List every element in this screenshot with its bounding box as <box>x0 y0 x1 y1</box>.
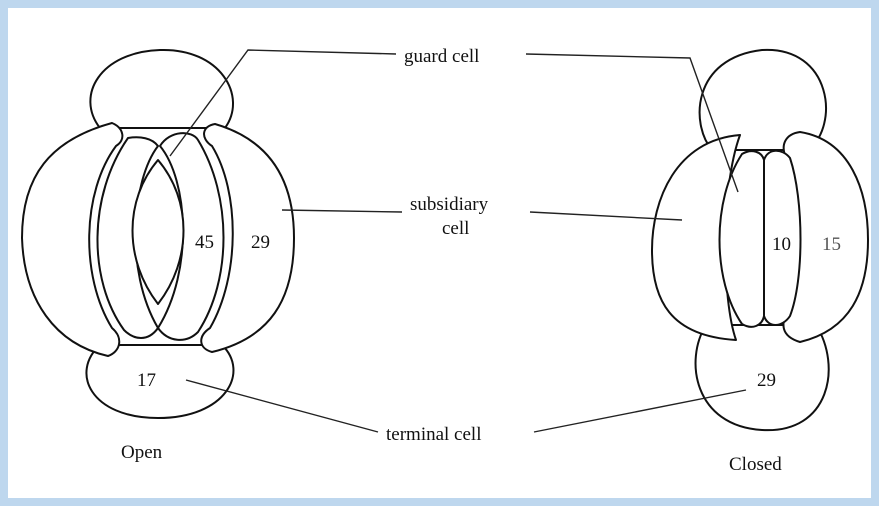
closed-guard-value: 10 <box>772 234 791 255</box>
closed-bottom-terminal-cell <box>694 324 830 432</box>
open-guard-value: 45 <box>195 232 214 253</box>
diagram-panel: 45 29 17 Open 10 15 29 Closed guard cell… <box>8 8 871 498</box>
subsidiary-leader-right <box>529 211 683 221</box>
guard-cell-label: guard cell <box>404 46 479 67</box>
stomata-diagram: 45 29 17 Open 10 15 29 Closed guard cell… <box>21 46 869 475</box>
open-terminal-value: 17 <box>137 370 156 391</box>
guard-cell-leader-left <box>169 49 397 157</box>
open-bottom-terminal-cell <box>85 344 235 419</box>
subsidiary-leader-left <box>281 209 403 213</box>
open-stomata: 45 29 17 Open <box>21 48 295 463</box>
terminal-cell-label: terminal cell <box>386 424 481 445</box>
closed-stomata: 10 15 29 Closed <box>651 48 869 475</box>
open-subsidiary-value: 29 <box>251 232 270 253</box>
subsidiary-label-line2: cell <box>442 218 469 239</box>
guard-cell-leader-right <box>525 53 739 193</box>
terminal-leader-right <box>533 389 747 433</box>
labels: guard cell subsidiary cell terminal cell <box>169 46 747 445</box>
closed-terminal-value: 29 <box>757 370 776 391</box>
closed-subsidiary-value: 15 <box>822 234 841 255</box>
open-caption: Open <box>121 442 163 463</box>
closed-left-guard-cell <box>718 150 765 328</box>
closed-right-guard-cell <box>763 149 802 326</box>
closed-caption: Closed <box>729 454 782 475</box>
open-right-subsidiary-cell <box>200 123 295 353</box>
open-stomatal-pore <box>131 159 185 305</box>
open-left-subsidiary-cell <box>21 122 124 357</box>
subsidiary-label-line1: subsidiary <box>410 194 489 215</box>
terminal-leader-left <box>185 379 379 433</box>
open-top-terminal-cell <box>89 48 235 129</box>
closed-top-terminal-cell <box>698 48 827 151</box>
